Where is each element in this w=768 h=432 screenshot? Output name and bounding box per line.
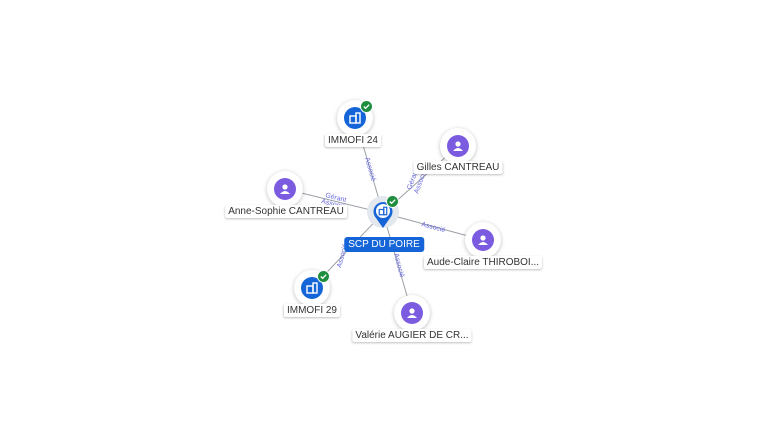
person-icon — [407, 308, 417, 318]
node-label-aude-claire[interactable]: Aude-Claire THIROBOI... — [423, 256, 543, 269]
node-aude-claire[interactable] — [465, 222, 501, 258]
center-node-label[interactable]: SCP DU POIRE — [344, 237, 424, 252]
verified-check-icon — [386, 195, 399, 208]
person-disc — [472, 229, 494, 251]
node-label-anne-sophie-cantreau[interactable]: Anne-Sophie CANTREAU — [225, 205, 347, 218]
node-valerie-augier[interactable] — [394, 295, 430, 331]
node-immofi-29[interactable] — [294, 270, 330, 306]
node-anne-sophie-cantreau[interactable] — [267, 171, 303, 207]
person-disc — [401, 302, 423, 324]
verified-check-icon — [317, 270, 330, 283]
node-label-immofi-24[interactable]: IMMOFI 24 — [324, 134, 382, 147]
person-disc — [447, 135, 469, 157]
edge-label-valerie: Associé — [392, 253, 405, 279]
person-icon — [478, 235, 488, 245]
company-disc — [301, 277, 323, 299]
person-icon — [280, 184, 290, 194]
edge-label-immofi24: Associé — [363, 157, 377, 183]
center-node-scp-du-poire[interactable] — [363, 193, 403, 233]
node-label-gilles-cantreau[interactable]: Gilles CANTREAU — [413, 161, 503, 174]
company-disc — [344, 107, 366, 129]
company-icon — [378, 206, 388, 216]
node-immofi-24[interactable] — [337, 100, 373, 136]
verified-check-icon — [360, 100, 373, 113]
edge-label-anne-gerant: Gérant — [325, 192, 348, 204]
company-icon — [306, 282, 318, 294]
edge-label-aude: Associé — [420, 221, 446, 234]
node-gilles-cantreau[interactable] — [440, 128, 476, 164]
node-label-immofi-29[interactable]: IMMOFI 29 — [283, 304, 341, 317]
person-disc — [274, 178, 296, 200]
person-icon — [453, 141, 463, 151]
company-icon — [349, 112, 361, 124]
node-label-valerie-augier[interactable]: Valérie AUGIER DE CR... — [352, 329, 472, 342]
